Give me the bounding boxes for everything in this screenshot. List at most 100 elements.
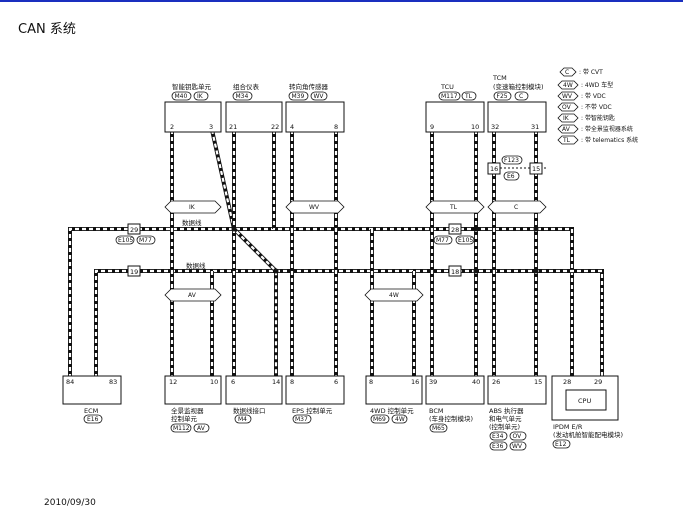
branch-tag-av: AV (164, 288, 222, 302)
cpu-label: CPU (578, 397, 591, 405)
pin-number: 26 (492, 378, 500, 386)
branch-tags: IK WV TL C AV 4W (164, 200, 547, 302)
legend: C : 带 CVT 4W : 4WD 车型 WV : 带 VDC OV : 不带… (557, 67, 638, 145)
unit-label: 组合仪表 (233, 82, 260, 91)
branch-tag-tl: TL (425, 200, 485, 214)
pin-number: 22 (271, 123, 279, 131)
unit-4wd-control: 8 16 4WD 控制单元 M69 4W (365, 375, 423, 424)
legend-item: 4W : 4WD 车型 (557, 80, 613, 90)
svg-text:WV: WV (309, 204, 320, 211)
pin-number: 15 (532, 165, 540, 173)
right-joint-connector: 28 M77 E105 18 (433, 223, 475, 277)
option-tag: TL (464, 93, 473, 100)
option-tag: C (519, 93, 523, 100)
pin-number: 10 (471, 123, 479, 131)
pin-number: 3 (209, 123, 213, 131)
unit-intelligent-key: 智能钥匙单元 M40 IK 2 3 (164, 82, 222, 133)
pin-number: 4 (290, 123, 294, 131)
option-tag: OV (513, 433, 523, 440)
unit-label: ABS 执行器 (489, 406, 524, 415)
svg-text:AV: AV (188, 292, 197, 299)
svg-text:TL: TL (449, 204, 458, 211)
svg-text:C: C (565, 69, 569, 76)
svg-text:TL: TL (562, 137, 571, 144)
can-bus-wires (68, 129, 604, 378)
unit-label: BCM (429, 407, 444, 415)
pin-number: 19 (130, 268, 138, 276)
pin-number: 12 (169, 378, 177, 386)
connector-code: F123 (504, 157, 519, 164)
unit-around-view-monitor: 12 10 全景监视器 控制单元 M112 AV (164, 375, 222, 433)
pin-number: 16 (411, 378, 419, 386)
svg-text:AV: AV (562, 126, 571, 133)
unit-label: IPDM E/R (553, 423, 583, 431)
unit-label-sub: (变速箱控制模块) (493, 82, 544, 91)
unit-label: 全景监视器 (171, 406, 204, 415)
svg-text:: 带 VDC: : 带 VDC (581, 92, 606, 100)
option-tag: AV (197, 425, 206, 432)
svg-text:: 带全景监视器系统: : 带全景监视器系统 (581, 125, 633, 133)
svg-text:: 带智能钥匙: : 带智能钥匙 (581, 114, 615, 122)
connector-code: M39 (292, 93, 305, 100)
pin-number: 8 (369, 378, 373, 386)
top-units: 智能钥匙单元 M40 IK 2 3 组合仪表 M34 21 22 转向角传感器 … (164, 74, 547, 133)
option-tag: WV (512, 443, 523, 450)
bottom-units: 84 83 ECM E16 12 10 全景监视器 控制单元 M112 AV 6… (62, 375, 623, 451)
pin-number: 8 (290, 378, 294, 386)
unit-label: 智能钥匙单元 (172, 82, 212, 91)
svg-text:: 带 telematics 系统: : 带 telematics 系统 (581, 136, 638, 144)
unit-label-sub: 控制单元 (171, 414, 198, 423)
pin-number: 28 (563, 378, 571, 386)
pin-number: 9 (430, 123, 434, 131)
pin-number: 29 (594, 378, 602, 386)
connector-code: E105 (458, 237, 473, 244)
branch-tag-wv: WV (285, 200, 345, 214)
branch-tag-4w: 4W (364, 288, 424, 302)
connector-code: E105 (118, 237, 133, 244)
junction-dots (231, 226, 539, 274)
unit-eps-control: 8 6 EPS 控制单元 M37 (285, 375, 345, 424)
pin-number: 83 (109, 378, 117, 386)
bus-label-lower: 数据线 (186, 261, 206, 270)
pin-number: 84 (66, 378, 74, 386)
unit-steering-angle-sensor: 转向角传感器 M39 WV 4 8 (285, 82, 345, 133)
svg-text:: 带 CVT: : 带 CVT (579, 68, 603, 76)
unit-label-sub: (车身控制模块) (429, 414, 473, 423)
option-tag: WV (314, 93, 325, 100)
top-rule (0, 0, 683, 2)
pin-number: 6 (231, 378, 235, 386)
unit-combination-meter: 组合仪表 M34 21 22 (225, 82, 283, 133)
tcm-junction-connector: 16 15 F123 E6 (487, 155, 546, 181)
svg-text:IK: IK (563, 115, 570, 122)
unit-bcm: 39 40 BCM (车身控制模块) M65 (425, 375, 485, 433)
connector-code: M40 (175, 93, 188, 100)
unit-abs-actuator: 26 15 ABS 执行器 和电气单元 (控制单元) E34 OV E36 WV (487, 375, 547, 451)
pin-number: 18 (451, 268, 459, 276)
svg-text:: 4WD 车型: : 4WD 车型 (581, 81, 613, 89)
connector-code: M77 (436, 237, 449, 244)
connector-code: E36 (492, 443, 504, 450)
bus-label-upper: 数据线 (182, 218, 202, 227)
unit-ecm: 84 83 ECM E16 (62, 375, 122, 424)
unit-label-sub: 和电气单元 (489, 414, 522, 423)
pin-number: 28 (451, 226, 459, 234)
pin-number: 16 (490, 165, 498, 173)
legend-item: C : 带 CVT (559, 67, 603, 77)
unit-label: 数据线接口 (233, 406, 266, 415)
pin-number: 39 (429, 378, 437, 386)
connector-code: F25 (497, 93, 508, 100)
svg-text:WV: WV (562, 93, 573, 100)
legend-item: TL : 带 telematics 系统 (557, 135, 638, 145)
unit-label-sub: (控制单元) (489, 422, 520, 431)
unit-label: 4WD 控制单元 (370, 406, 414, 415)
unit-label: TCM (492, 74, 507, 82)
pin-number: 2 (170, 123, 174, 131)
left-joint-connector: 29 E105 M77 19 (115, 223, 156, 277)
pin-number: 15 (534, 378, 542, 386)
svg-text:IK: IK (189, 204, 196, 211)
connector-code: E12 (555, 441, 567, 448)
unit-tcu: TCU M117 TL 9 10 (425, 83, 485, 133)
connector-code: M77 (139, 237, 152, 244)
pin-number: 14 (272, 378, 280, 386)
